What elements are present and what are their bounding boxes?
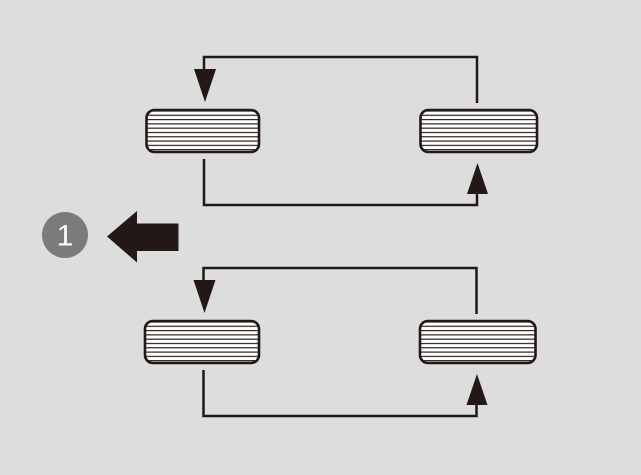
arrow-down-icon — [193, 280, 216, 313]
tire-bottom-left — [143, 319, 261, 365]
top-rotation-loop — [145, 55, 539, 207]
left-block-arrow-icon — [107, 211, 179, 263]
top-loop-upper-path — [202, 55, 479, 103]
top-loop-lower-path — [202, 159, 479, 207]
bottom-loop-lower-path — [202, 370, 478, 418]
arrow-down-icon — [194, 69, 216, 102]
tire-top-left — [145, 108, 261, 154]
step-badge: 1 — [42, 212, 88, 258]
tire-top-right — [419, 108, 539, 154]
tire-bottom-right — [418, 319, 537, 365]
step-badge-circle — [42, 212, 88, 258]
bottom-rotation-loop — [143, 266, 537, 418]
bottom-loop-upper-path — [202, 266, 478, 314]
step-badge-label: 1 — [57, 220, 74, 253]
arrow-up-icon — [466, 374, 488, 405]
arrow-up-icon — [467, 163, 488, 194]
